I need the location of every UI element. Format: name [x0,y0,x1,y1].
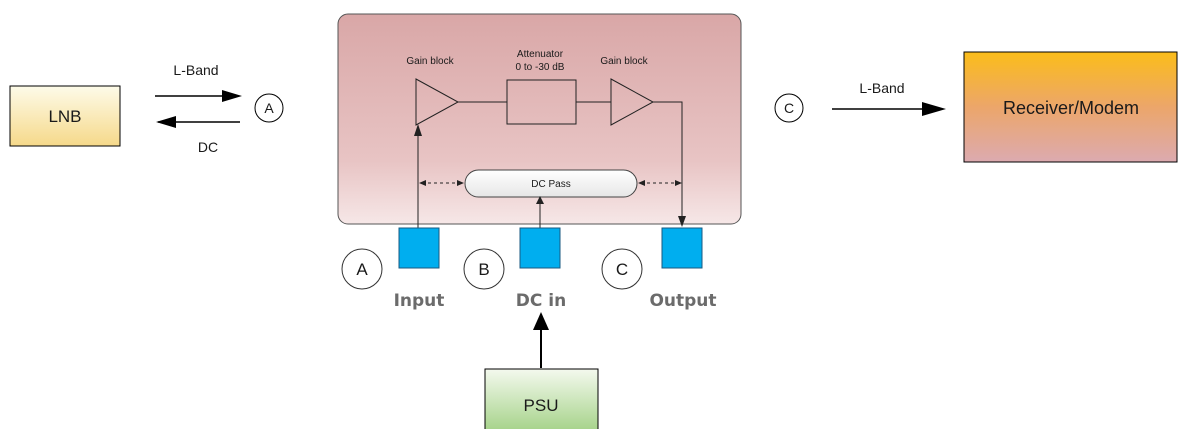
dc-pass-label: DC Pass [531,179,570,190]
callout-port-b-label: B [478,260,489,279]
arrow-head-left [156,116,176,128]
left-lband-label: L-Band [173,62,218,78]
callout-a-left-label: A [264,100,274,116]
gain-block-2-triangle [610,78,655,126]
gain-block-1-triangle [415,78,460,126]
psu-label: PSU [524,396,559,415]
callout-a-left: A [254,93,284,123]
output-connector [661,227,703,269]
attenuator-range-label: 0 to -30 dB [516,62,565,73]
arrow-head-right [222,90,242,102]
callout-port-c: C [601,248,643,290]
output-arrow-head [678,216,686,227]
callout-c-right-label: C [784,100,794,116]
left-dc-label: DC [198,139,218,155]
receiver-label: Receiver/Modem [1003,98,1139,118]
callout-port-a-label: A [356,260,368,279]
lnb-label: LNB [48,107,81,126]
input-connector [398,227,440,269]
dc-pass-pill [464,169,638,198]
port-output-label: Output [649,291,716,311]
right-lband-label: L-Band [859,80,904,96]
dcin-arrow-head [536,196,544,204]
callout-port-b: B [463,248,505,290]
receiver-block: Receiver/Modem [963,51,1178,163]
gain-block-1-label: Gain block [406,56,454,67]
callout-port-c-label: C [616,260,628,279]
psu-block: PSU [484,368,599,429]
left-signal-arrows: L-Band DC [155,62,242,155]
port-input-label: Input [394,291,445,311]
callout-port-a: A [341,248,383,290]
input-arrow-head [414,124,422,136]
amplifier-unit: Gain block Attenuator 0 to -30 dB Gain b… [337,13,742,228]
dcin-connector [519,227,561,269]
callout-c-right: C [774,93,804,123]
dc-dashed-right-head-a [638,180,645,186]
right-signal-arrow: L-Band [832,80,946,116]
port-dcin-label: DC in [516,291,566,311]
arrow-receiver-head [922,102,946,116]
psu-arrow-head [533,312,549,330]
gain-block-2-label: Gain block [600,56,648,67]
dc-dashed-left-head-b [457,180,464,186]
dc-dashed-left-head-a [419,180,426,186]
wire-gain2-output [653,101,683,224]
dc-dashed-right-head-b [675,180,682,186]
lnb-block: LNB [9,85,121,147]
attenuator-label: Attenuator [517,49,564,60]
